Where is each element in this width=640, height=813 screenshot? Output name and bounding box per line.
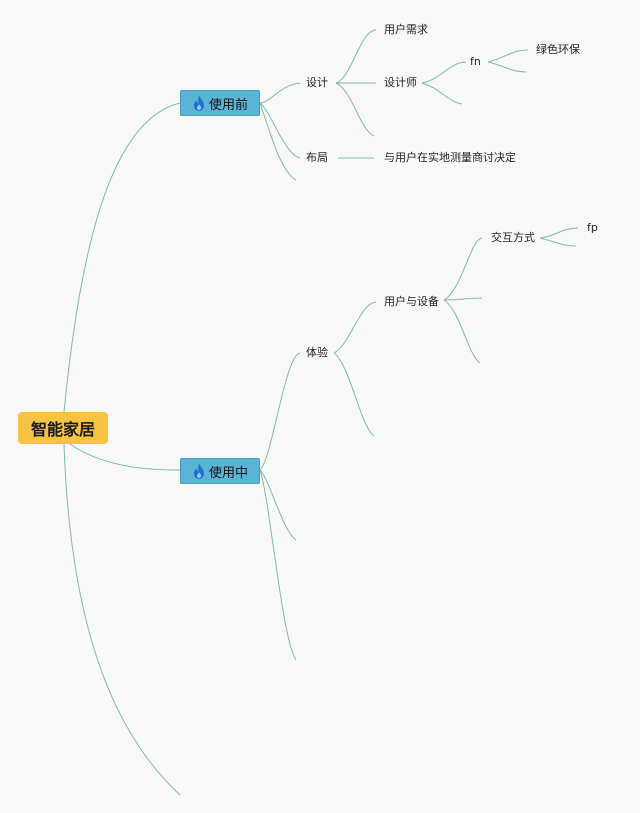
node-layout-note[interactable]: 与用户在实地测量商讨决定 [384, 151, 516, 164]
edge-before-layout [259, 102, 301, 159]
node-fp[interactable]: fp [587, 221, 598, 234]
edge-userdevice-empty-1 [443, 297, 483, 301]
edge-fn-green [487, 49, 529, 63]
edge-interaction-fp [539, 227, 579, 239]
node-before-use-label: 使用前 [208, 97, 248, 113]
edge-designer-fn [421, 61, 467, 84]
node-interaction[interactable]: 交互方式 [491, 231, 535, 244]
edge-root-during [69, 443, 181, 471]
node-user-device[interactable]: 用户与设备 [384, 295, 439, 308]
edge-design-needs [335, 29, 377, 84]
edge-interaction-empty [539, 237, 577, 247]
edge-before-design [259, 82, 301, 104]
edge-experience-empty [333, 352, 375, 437]
fire-icon [193, 463, 204, 479]
node-in-use-label: 使用中 [208, 465, 248, 481]
fire-icon [193, 95, 204, 111]
edge-before-empty [259, 102, 297, 181]
edge-during-empty-2 [259, 469, 297, 661]
node-layout[interactable]: 布局 [306, 151, 328, 164]
edge-fn-empty [487, 61, 527, 73]
node-green[interactable]: 绿色环保 [536, 43, 580, 56]
edge-userdevice-interaction [443, 237, 483, 301]
node-before-use[interactable]: 使用前 [180, 90, 260, 116]
edge-experience-userdevice [333, 301, 377, 354]
node-fn[interactable]: fn [470, 55, 481, 68]
root-node-label: 智能家居 [30, 420, 95, 439]
node-user-needs[interactable]: 用户需求 [384, 23, 428, 36]
edge-during-empty-1 [259, 469, 297, 541]
edge-design-empty [335, 82, 375, 137]
edge-during-experience [259, 352, 301, 471]
node-designer[interactable]: 设计师 [384, 76, 417, 89]
edge-designer-empty [421, 82, 463, 105]
edge-root-before [63, 102, 181, 413]
node-experience[interactable]: 体验 [306, 346, 328, 359]
node-in-use[interactable]: 使用中 [180, 458, 260, 484]
root-node[interactable]: 智能家居 [18, 412, 108, 444]
edge-userdevice-empty-2 [443, 299, 481, 364]
node-design[interactable]: 设计 [306, 76, 328, 89]
edge-root-empty [63, 443, 181, 796]
